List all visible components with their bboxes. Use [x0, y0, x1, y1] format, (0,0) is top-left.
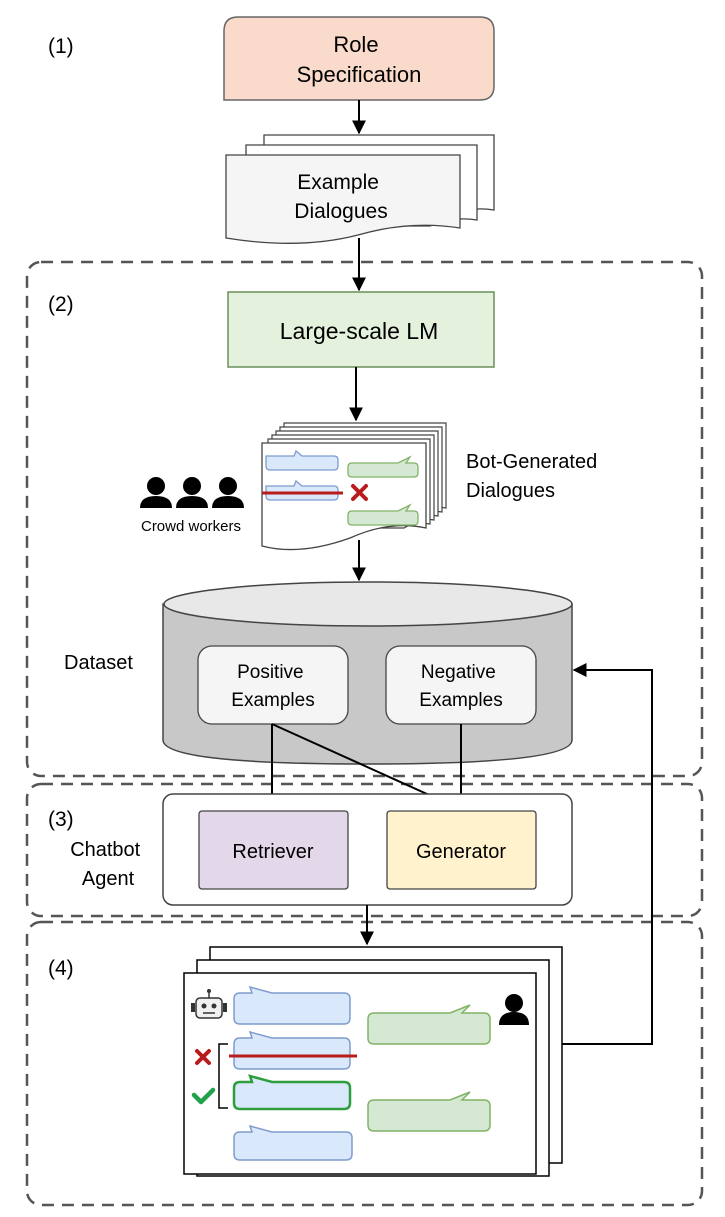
conv-bubble-green-1 — [367, 1004, 491, 1045]
conv-bubble-blue-1 — [233, 985, 351, 1025]
bot-bubble-blue-2 — [265, 479, 339, 501]
arrow-feedback-loop — [562, 663, 653, 1045]
dataset-label: Dataset — [64, 652, 133, 674]
generator-label: Generator — [416, 841, 506, 863]
robot-icon — [191, 989, 227, 1019]
conv-bubble-blue-rejected — [233, 1030, 351, 1070]
retriever-label: Retriever — [232, 841, 313, 863]
step-2-label: (2) — [48, 293, 74, 316]
section-4-frame — [25, 920, 704, 1207]
people-icon — [140, 477, 244, 508]
cross-icon — [195, 1049, 211, 1065]
person-icon — [499, 994, 529, 1025]
section-3-frame — [25, 782, 704, 918]
generator-box — [386, 810, 537, 890]
example-dialogues-label: Example Dialogues — [294, 171, 387, 223]
bot-dialogues-stack — [261, 422, 447, 551]
step-1-label: (1) — [48, 35, 74, 58]
conv-bubble-blue-2 — [233, 1124, 353, 1161]
role-spec-label: Role Specification — [297, 32, 422, 87]
negative-examples-box — [385, 645, 537, 725]
check-icon — [191, 1087, 216, 1105]
conv-bubble-green-accepted — [232, 1074, 352, 1111]
crowd-workers-label: Crowd workers — [141, 518, 241, 535]
large-lm-label: Large-scale LM — [280, 318, 439, 344]
step-3-label: (3) — [48, 808, 74, 831]
example-dialogues-stack — [225, 134, 495, 244]
retriever-box — [198, 810, 349, 890]
chatbot-agent-label: Chatbot Agent — [70, 839, 146, 890]
negative-examples-label: Negative Examples — [419, 662, 502, 711]
bot-bubble-green-2 — [347, 503, 419, 526]
cross-icon — [351, 484, 368, 501]
positive-examples-label: Positive Examples — [231, 662, 314, 711]
bot-generated-label: Bot-Generated Dialogues — [466, 451, 603, 502]
large-lm-box — [227, 291, 495, 368]
section-2-frame — [25, 260, 704, 778]
choice-bracket — [218, 1043, 228, 1109]
role-spec-box — [223, 16, 495, 101]
bot-bubble-blue-1 — [265, 449, 339, 471]
conv-bubble-green-2 — [367, 1091, 491, 1132]
positive-examples-box — [197, 645, 349, 725]
step-4-label: (4) — [48, 957, 74, 980]
bot-bubble-green-1 — [347, 455, 419, 478]
